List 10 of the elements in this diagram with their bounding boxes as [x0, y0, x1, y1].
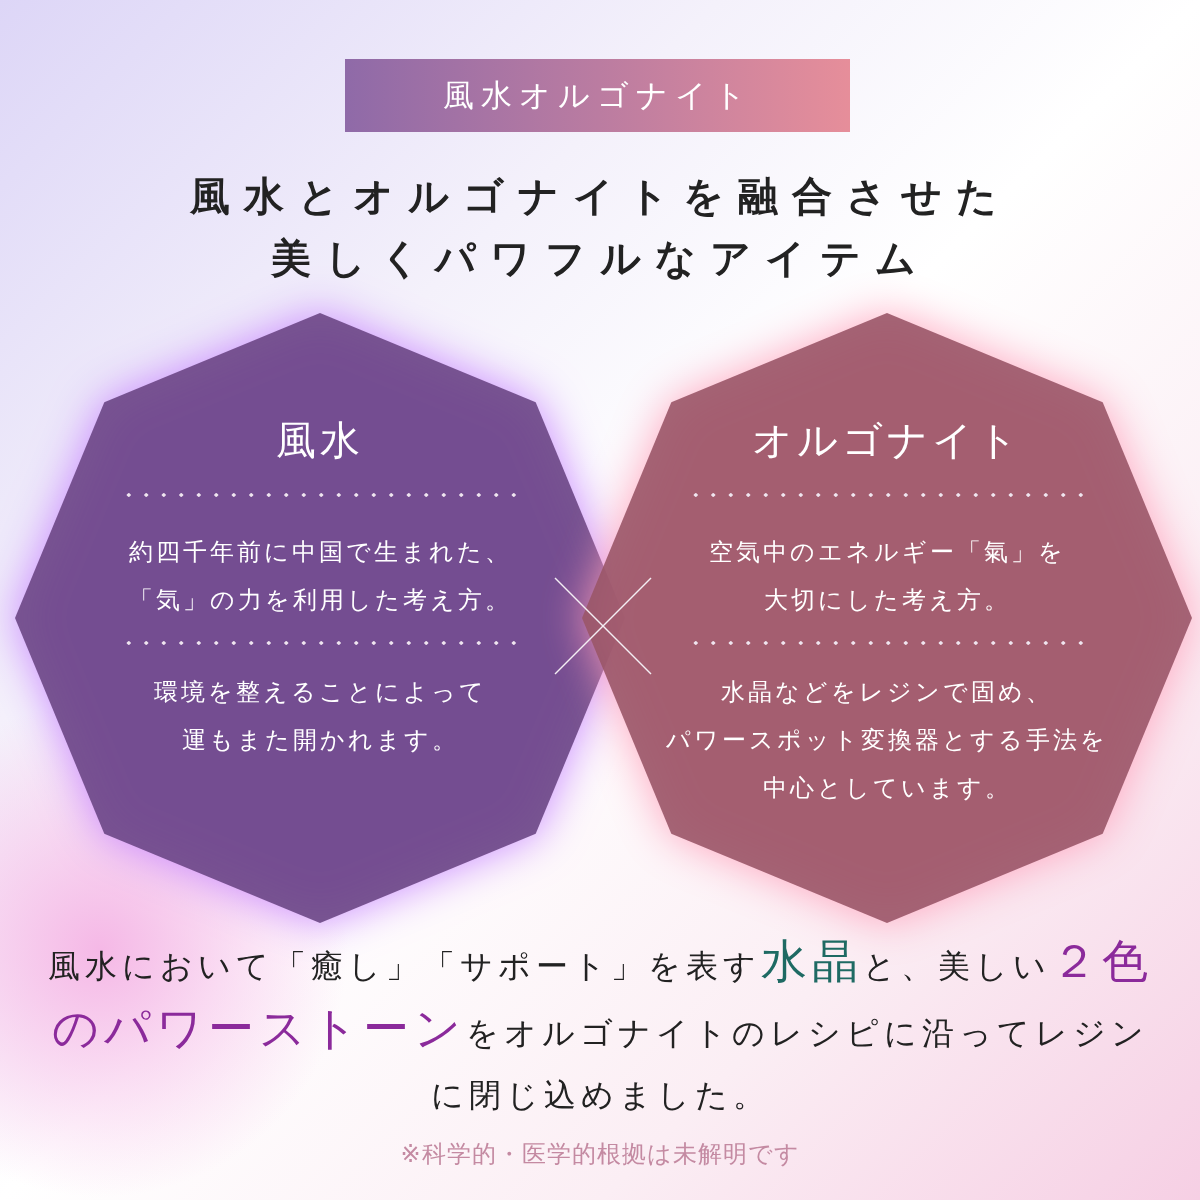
footnote: ※科学的・医学的根拠は未解明です — [399, 1139, 801, 1170]
panel-heading: 風水 — [275, 416, 365, 465]
panel-heading: オルゴナイト — [751, 416, 1023, 465]
panel-text: 環境を整えることによって運もまた開かれます。 — [152, 677, 488, 756]
panel-text: 水晶などをレジンで固め、パワースポット変換器とする手法を中心としています。 — [665, 677, 1109, 804]
panel-text: 空気中のエネルギー「氣」を大切にした考え方。 — [707, 537, 1067, 616]
caption-text: 風水において「癒し」「サポート」を表す水晶と、美しい２色のパワーストーンをオルゴナイトのレシピに沿ってレジンに閉じ込めました。 — [46, 933, 1154, 1116]
title-badge: 風水オルゴナイト — [345, 59, 850, 132]
panel-text: 約四千年前に中国で生まれた、「気」の力を利用した考え方。 — [127, 537, 513, 616]
heading: 風水とオルゴナイトを融合させた美しくパワフルなアイテム — [188, 171, 1012, 283]
